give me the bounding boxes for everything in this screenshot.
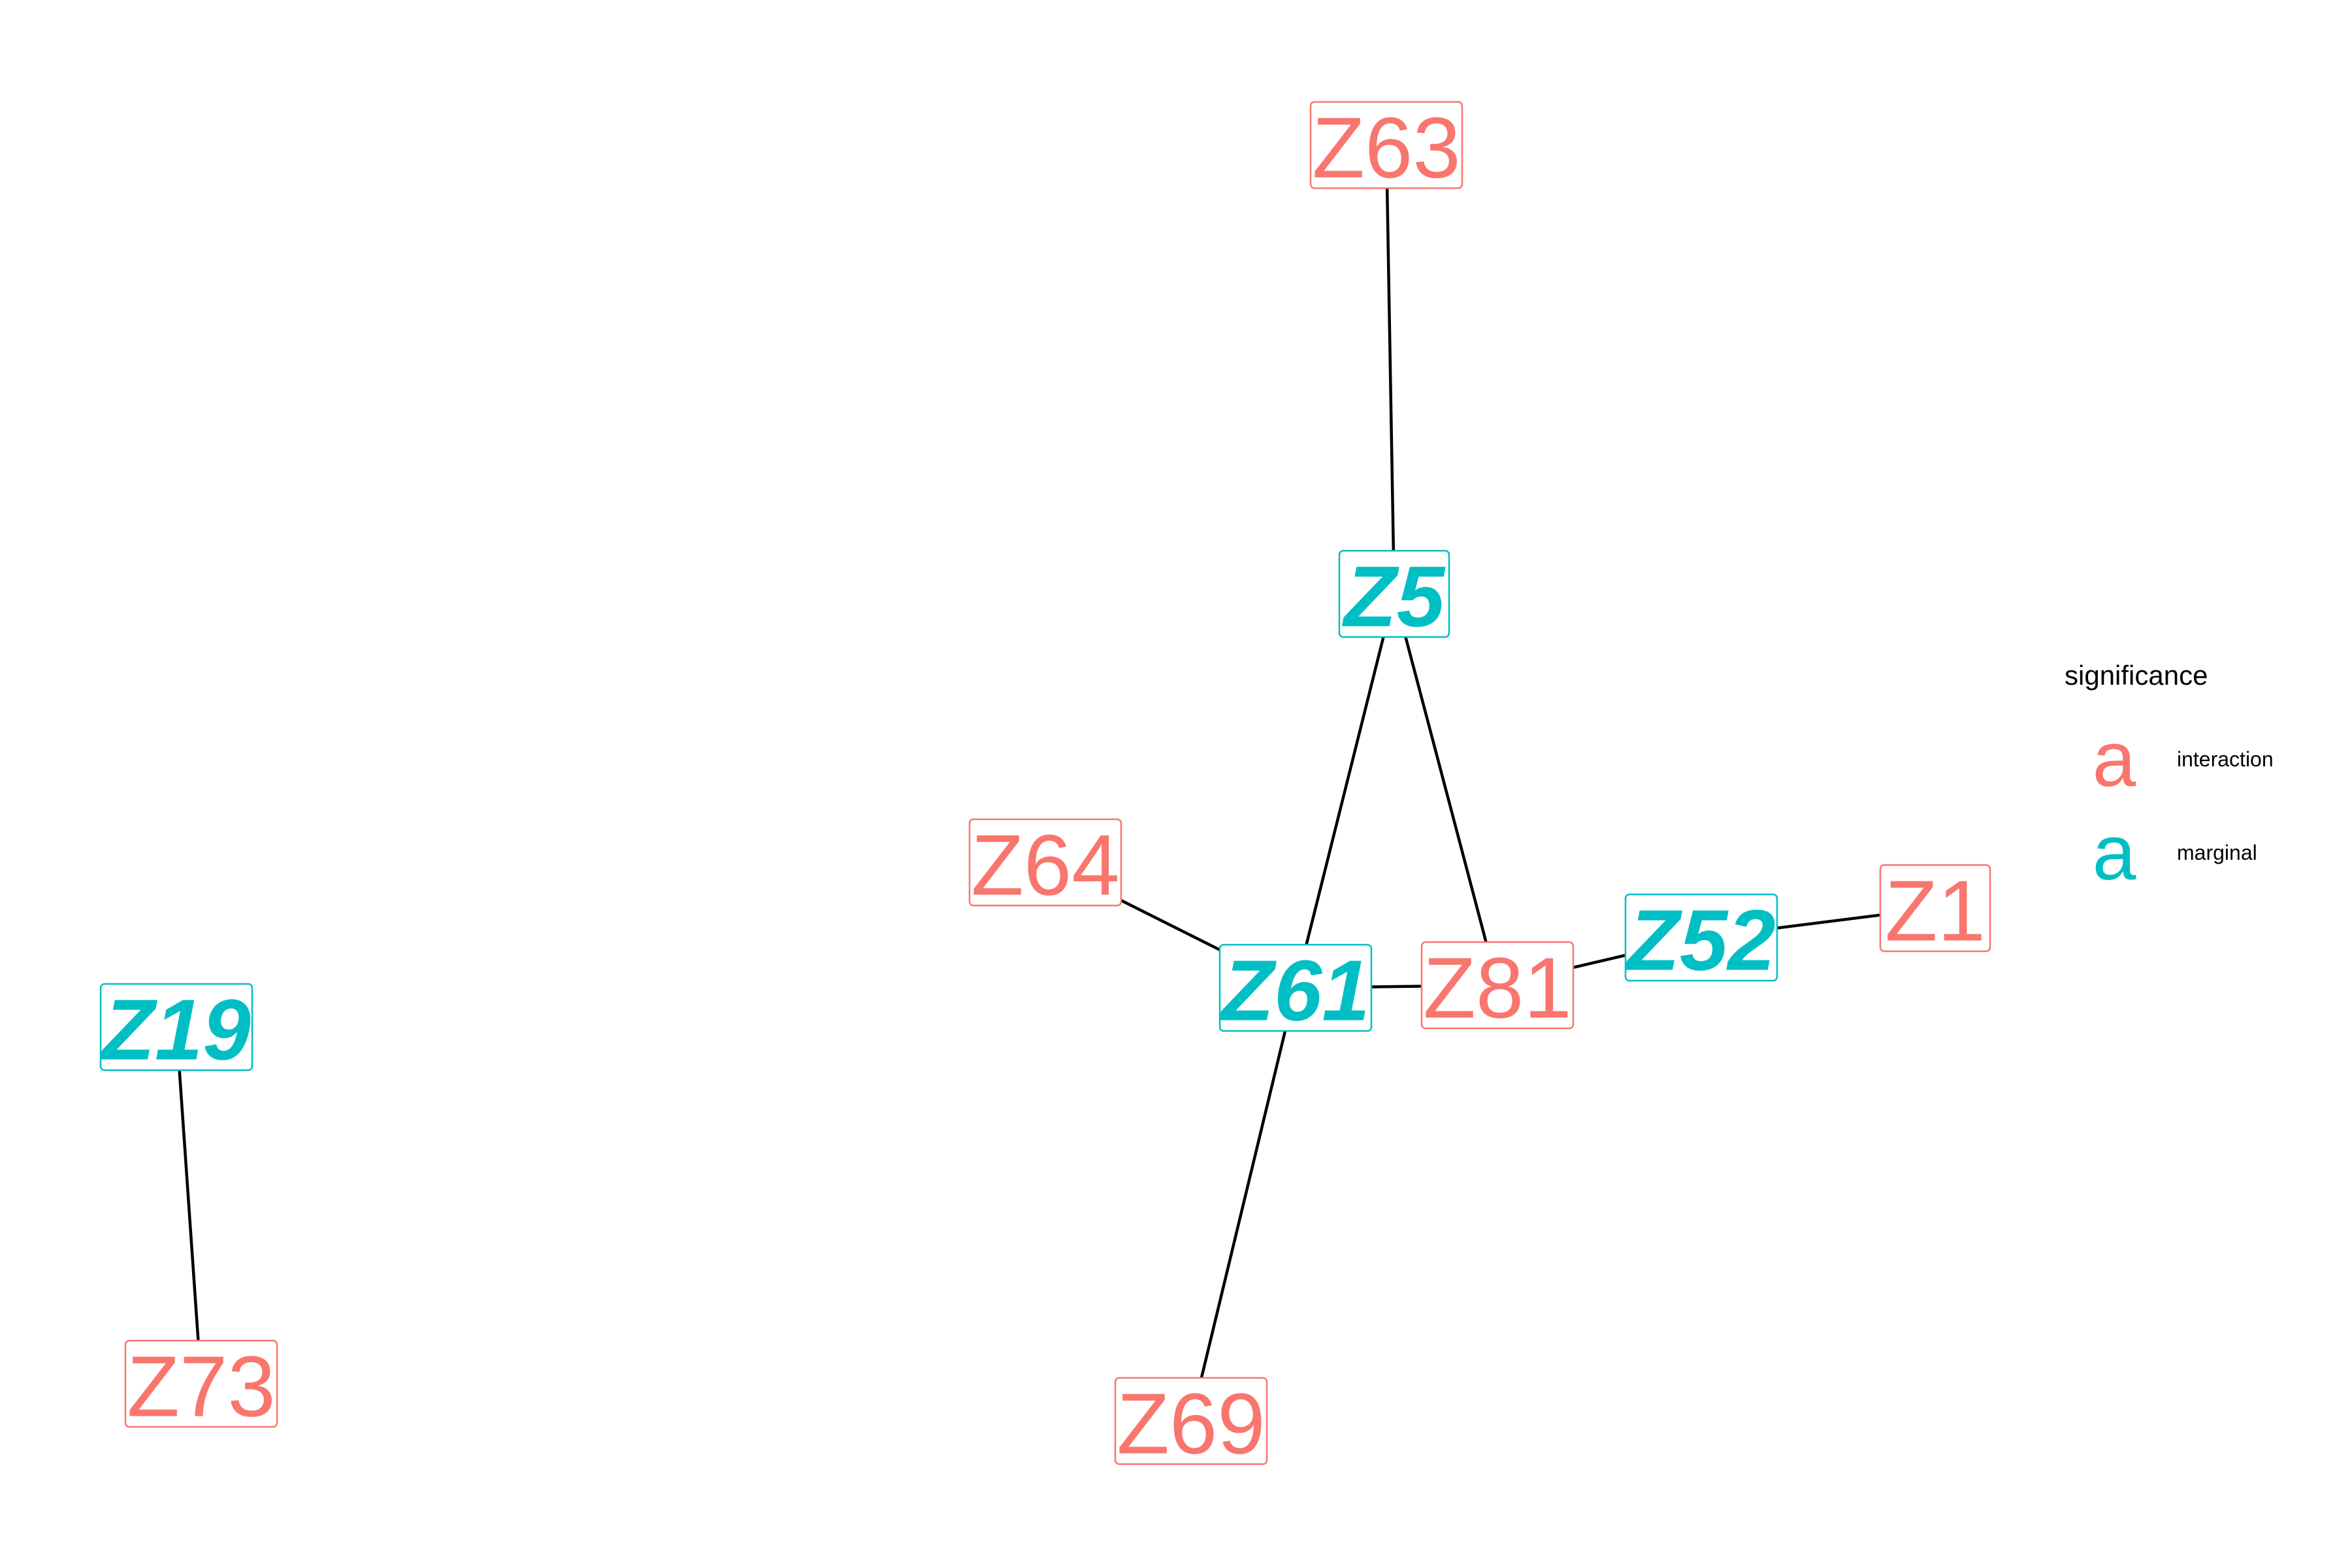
- edge-z5-z61: [1294, 593, 1396, 988]
- node-box: [124, 1339, 278, 1428]
- node-z63: Z63: [1309, 100, 1463, 196]
- node-label: Z73: [127, 1339, 275, 1435]
- node-box: [1624, 893, 1778, 982]
- node-label: Z81: [1423, 940, 1571, 1036]
- node-box: [1114, 1377, 1268, 1465]
- edge-z63-z5: [1384, 144, 1396, 595]
- node-label: Z52: [1624, 892, 1775, 988]
- node-z19: Z19: [99, 982, 253, 1078]
- node-z1: Z1: [1879, 863, 1991, 959]
- node-label: Z5: [1341, 549, 1446, 645]
- node-box: [1338, 549, 1450, 638]
- node-box: [968, 818, 1122, 907]
- node-z5: Z5: [1338, 549, 1450, 645]
- node-z81: Z81: [1420, 940, 1575, 1036]
- legend-key-interaction: a: [2093, 715, 2136, 803]
- node-z52: Z52: [1624, 892, 1778, 988]
- legend-key-marginal: a: [2093, 809, 2136, 896]
- node-label: Z61: [1218, 943, 1369, 1039]
- node-box: [99, 983, 253, 1071]
- legend-label-interaction: interaction: [2177, 747, 2274, 771]
- node-label: Z1: [1885, 863, 1985, 959]
- node-z73: Z73: [124, 1339, 278, 1435]
- legend-label-marginal: marginal: [2177, 841, 2257, 864]
- node-z64: Z64: [968, 817, 1122, 913]
- node-z61: Z61: [1218, 943, 1373, 1039]
- node-label: Z63: [1312, 100, 1460, 196]
- node-box: [1309, 101, 1463, 189]
- edge-z5-z81: [1392, 593, 1499, 986]
- node-z69: Z69: [1114, 1376, 1268, 1472]
- edge-z61-z69: [1189, 987, 1298, 1422]
- node-box: [1218, 943, 1373, 1032]
- node-label: Z64: [971, 817, 1119, 913]
- legend: significance a interaction a marginal: [2065, 660, 2274, 896]
- legend-title: significance: [2065, 660, 2208, 691]
- node-box: [1879, 864, 1991, 953]
- node-box: [1420, 941, 1575, 1030]
- node-label: Z19: [99, 982, 250, 1078]
- edges-layer: [174, 144, 1936, 1422]
- node-label: Z69: [1117, 1376, 1265, 1472]
- edge-z19-z73: [174, 1026, 203, 1384]
